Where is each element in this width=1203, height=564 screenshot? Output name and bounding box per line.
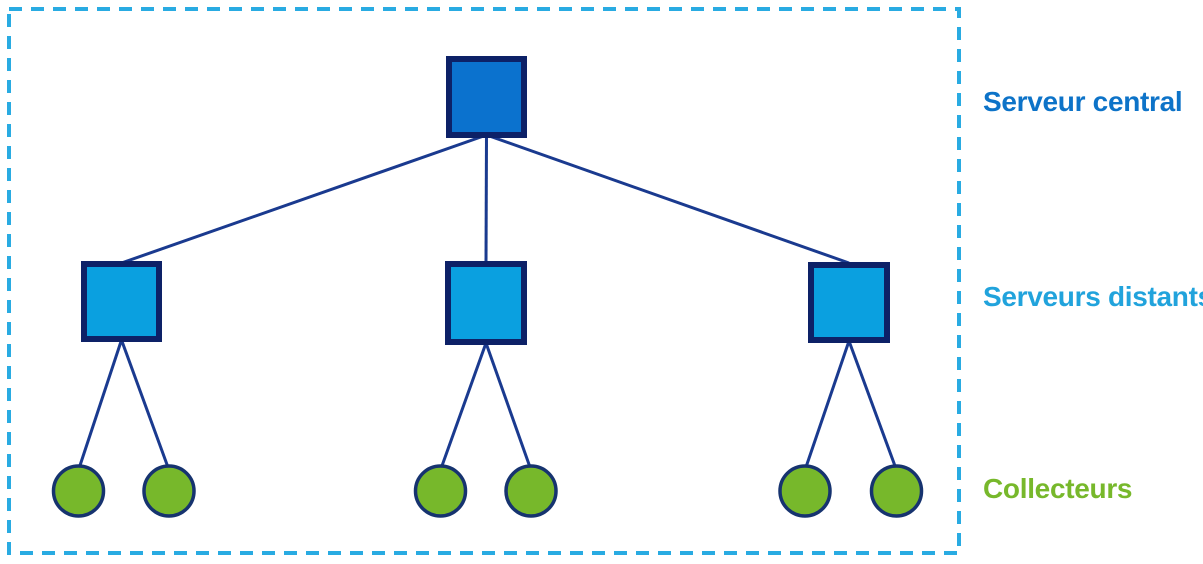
collector-node-1: [51, 464, 106, 518]
edge-remote2-collector3: [439, 342, 488, 471]
label-serveur-central: Serveur central: [983, 86, 1183, 117]
central-server-node: [446, 56, 527, 138]
collector-node-3: [413, 464, 468, 518]
remote-server-node-3: [808, 262, 890, 343]
remote-server-node-2: [445, 261, 527, 345]
remote-server-node-1: [81, 261, 162, 342]
dashed-boundary: [7, 7, 961, 555]
edge-central-remote3: [486, 133, 850, 265]
edge-remote1-collector1: [77, 339, 123, 471]
label-collecteurs: Collecteurs: [983, 473, 1133, 504]
edge-remote3-collector5: [803, 340, 851, 471]
edge-central-remote2: [484, 134, 488, 264]
edge-remote3-collector6: [847, 340, 898, 471]
collector-node-5: [778, 464, 832, 518]
collector-node-4: [504, 464, 558, 518]
edge-remote2-collector4: [484, 342, 533, 471]
edge-remote1-collector2: [120, 339, 171, 471]
connector-lines: [77, 133, 898, 471]
collector-node-2: [142, 464, 196, 518]
label-serveurs-distants: Serveurs distants: [983, 281, 1203, 312]
collector-node-6: [869, 464, 924, 518]
edge-central-remote1: [121, 133, 487, 265]
